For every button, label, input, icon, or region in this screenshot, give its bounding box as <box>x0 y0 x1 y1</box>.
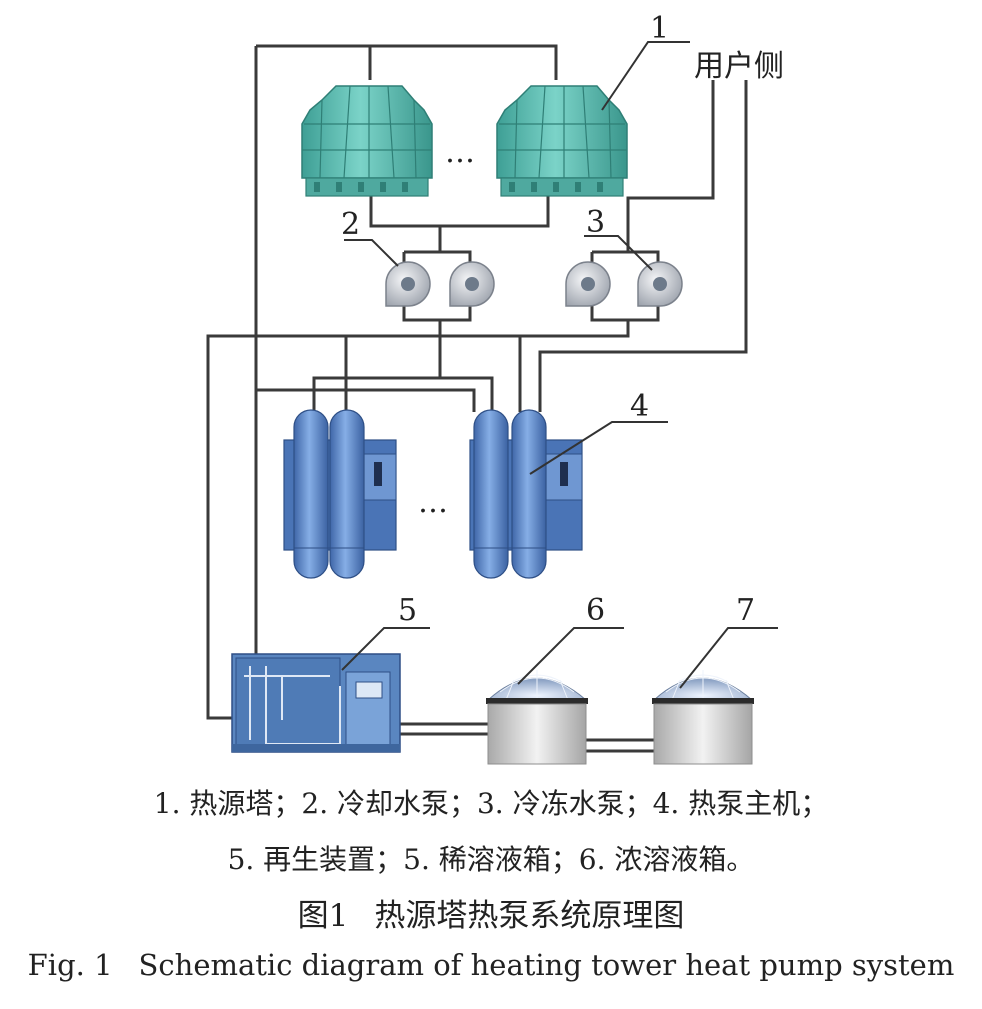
cooling-tower-icon <box>301 85 433 179</box>
label-heat-pump-unit: 4 <box>630 389 649 424</box>
label-user-side: 用户侧 <box>694 49 784 84</box>
label-concentrated-tank: 7 <box>736 593 755 628</box>
heating-tower-left <box>301 85 433 197</box>
figure-number-en: Fig. 1 <box>27 948 113 982</box>
legend-line-1: 1. 热源塔；2. 冷却水泵；3. 冷冻水泵；4. 热泵主机； <box>153 787 829 820</box>
centrifugal-pump-icon <box>449 261 495 307</box>
figure-title-en-text: Schematic diagram of heating tower heat … <box>138 948 955 982</box>
label-chilled-pump: 3 <box>586 205 605 240</box>
heat-pump-unit-left <box>283 409 397 579</box>
heat-pump-unit-right <box>469 409 583 579</box>
centrifugal-pump-icon <box>565 261 611 307</box>
chilled-water-pumps <box>565 261 683 307</box>
label-dilute-tank: 6 <box>586 593 605 628</box>
pipe-network <box>206 44 748 753</box>
centrifugal-pump-icon <box>385 261 431 307</box>
cooling-water-pumps <box>385 261 495 307</box>
label-regeneration-device: 5 <box>398 593 417 628</box>
towers-ellipsis: … <box>445 135 475 170</box>
legend-line-2: 5. 再生装置；5. 稀溶液箱；6. 浓溶液箱。 <box>227 843 755 876</box>
label-tower: 1 <box>650 11 669 46</box>
schematic-diagram: … … <box>206 11 784 765</box>
heating-tower-right <box>496 85 628 197</box>
regeneration-device <box>231 653 401 753</box>
concentrated-solution-tank <box>652 670 754 765</box>
cooling-tower-icon <box>496 85 628 179</box>
leader-lines <box>341 41 778 689</box>
figure-title-zh-text: 热源塔热泵系统原理图 <box>374 898 685 934</box>
figure-title-en: Fig. 1 Schematic diagram of heating tower… <box>0 948 982 982</box>
dilute-solution-tank <box>486 670 588 765</box>
figure-title-zh: 图1 热源塔热泵系统原理图 <box>0 890 982 935</box>
label-cooling-pump: 2 <box>341 207 360 242</box>
centrifugal-pump-icon <box>637 261 683 307</box>
figure-number-zh: 图1 <box>297 898 349 934</box>
units-ellipsis: … <box>418 485 448 520</box>
